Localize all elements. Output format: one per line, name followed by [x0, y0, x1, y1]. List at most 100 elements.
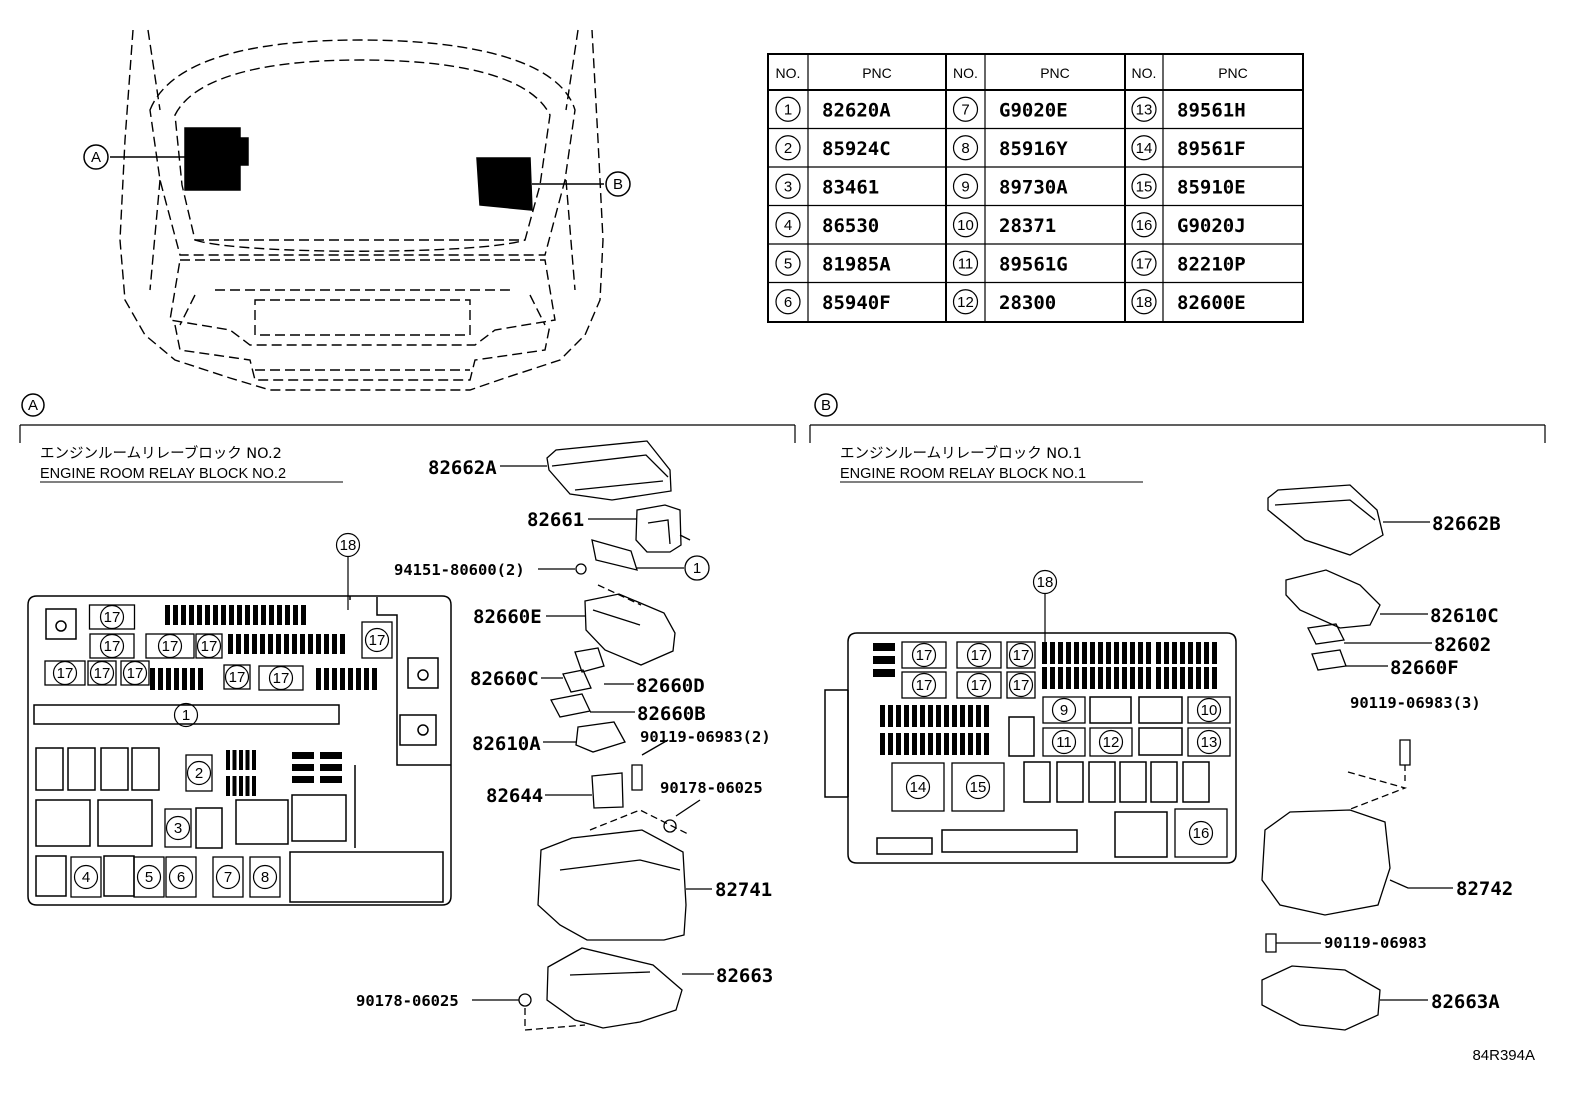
relay-block-no1-silhouette — [476, 157, 533, 211]
table-pnc: 85910E — [1177, 176, 1246, 198]
block-number: 17 — [104, 609, 121, 626]
table-no-circle — [1131, 135, 1157, 161]
part-90119-06983: 90119-06983 — [1324, 934, 1427, 952]
callout-b-label: B — [613, 176, 623, 193]
table-pnc: 81985A — [822, 253, 891, 275]
table-pnc: 89561H — [1177, 99, 1246, 121]
block-number: 1 — [182, 707, 190, 724]
block-number: 17 — [162, 638, 179, 655]
section-b-title-jp: エンジンルームリレーブロック NO.1 — [840, 444, 1082, 462]
table-pnc: G9020J — [1177, 215, 1246, 237]
table-no: 14 — [1136, 140, 1153, 157]
part-82663A: 82663A — [1431, 991, 1500, 1013]
diagram-ref-code: 84R394A — [1472, 1047, 1535, 1064]
section-b-marker — [814, 393, 838, 417]
part-90178-06025-a: 90178-06025 — [660, 779, 763, 797]
part-82660F: 82660F — [1390, 657, 1459, 679]
table-pnc: G9020E — [999, 99, 1068, 121]
table-no: 9 — [961, 178, 969, 195]
exploded-parts-no2 — [472, 440, 714, 1031]
table-no: 4 — [784, 217, 792, 234]
table-pnc: 85916Y — [999, 138, 1068, 160]
table-no: 6 — [784, 294, 792, 311]
table-no-circle — [775, 250, 801, 276]
section-a-title-en: ENGINE ROOM RELAY BLOCK NO.2 — [40, 466, 286, 482]
part-82662A: 82662A — [428, 457, 497, 479]
table-no: 16 — [1136, 217, 1153, 234]
block-number: 17 — [1013, 677, 1030, 694]
block-number: 3 — [174, 820, 182, 837]
table-no-circle — [775, 173, 801, 199]
table-no-circle — [952, 250, 979, 276]
relay-block-no1-layout — [824, 632, 1237, 864]
table-no: 1 — [784, 101, 792, 118]
block-number: 17 — [971, 677, 988, 694]
part-82741: 82741 — [715, 879, 772, 901]
block-number: 9 — [1060, 702, 1068, 719]
table-no: 8 — [961, 140, 969, 157]
section-a-divider — [19, 424, 796, 443]
table-no-circle — [1131, 289, 1157, 315]
table-no: 12 — [957, 294, 974, 311]
table-no: 7 — [961, 101, 969, 118]
table-pnc: 82600E — [1177, 292, 1246, 314]
block-number: 17 — [1013, 647, 1030, 664]
section-a-title-jp: エンジンルームリレーブロック NO.2 — [40, 444, 282, 462]
table-no-circle — [1131, 96, 1157, 122]
callout-a-label: A — [91, 149, 101, 166]
table-no: 17 — [1136, 255, 1153, 272]
block-number: 17 — [369, 632, 386, 649]
section-a-marker-label: A — [28, 397, 38, 414]
block-number: 17 — [916, 677, 933, 694]
block-number: 17 — [201, 638, 218, 655]
table-pnc: 28300 — [999, 292, 1056, 314]
block-number: 12 — [1103, 734, 1120, 751]
part-82660E: 82660E — [473, 606, 542, 628]
part-labels-no2: 82662A 82661 94151-80600(2) 82660E 82660… — [356, 457, 773, 1010]
block-number: 7 — [224, 869, 232, 886]
table-no-circle — [1131, 250, 1157, 276]
block-number: 2 — [195, 765, 203, 782]
relay-block-no2-fuses — [150, 605, 377, 796]
block-number: 17 — [273, 670, 290, 687]
table-no: 2 — [784, 140, 792, 157]
table-header-pnc: PNC — [1040, 65, 1070, 81]
block-number: 4 — [82, 869, 90, 886]
table-pnc: 89730A — [999, 176, 1068, 198]
table-no-circle — [1131, 173, 1157, 199]
block-number: 16 — [1193, 825, 1210, 842]
vehicle-outline — [119, 29, 604, 391]
block-number: 18 — [1037, 574, 1054, 591]
block-number: 11 — [1056, 734, 1072, 751]
callout-b-circle — [605, 171, 631, 197]
section-b-marker-label: B — [821, 397, 831, 414]
part-82660B: 82660B — [637, 703, 706, 725]
table-no: 13 — [1136, 101, 1153, 118]
section-b-divider — [809, 424, 1546, 443]
table-header-pnc: PNC — [862, 65, 892, 81]
table-no-circle — [952, 173, 979, 199]
part-82610C: 82610C — [1430, 605, 1499, 627]
table-pnc: 86530 — [822, 215, 879, 237]
part-82742: 82742 — [1456, 878, 1513, 900]
block-number: 14 — [910, 779, 927, 796]
block-number: 17 — [971, 647, 988, 664]
part-82661: 82661 — [527, 509, 584, 531]
block-number: 17 — [916, 647, 933, 664]
table-header-no: NO. — [1132, 65, 1157, 81]
table-no: 11 — [958, 255, 974, 272]
section-b-title-en: ENGINE ROOM RELAY BLOCK NO.1 — [840, 466, 1086, 482]
callout-a-circle — [83, 144, 109, 170]
block-number: 15 — [970, 779, 987, 796]
block-number: 18 — [340, 537, 357, 554]
block-number: 17 — [127, 665, 144, 682]
table-no-circle — [952, 96, 979, 122]
table-no: 15 — [1136, 178, 1153, 195]
part-90178-06025-b: 90178-06025 — [356, 992, 459, 1010]
table-pnc: 85924C — [822, 138, 891, 160]
table-no-circle — [952, 212, 979, 238]
exploded-parts-no1 — [1261, 484, 1453, 1031]
callout-1: 1 — [693, 560, 701, 577]
part-82660C: 82660C — [470, 668, 539, 690]
table-no-circle — [775, 135, 801, 161]
